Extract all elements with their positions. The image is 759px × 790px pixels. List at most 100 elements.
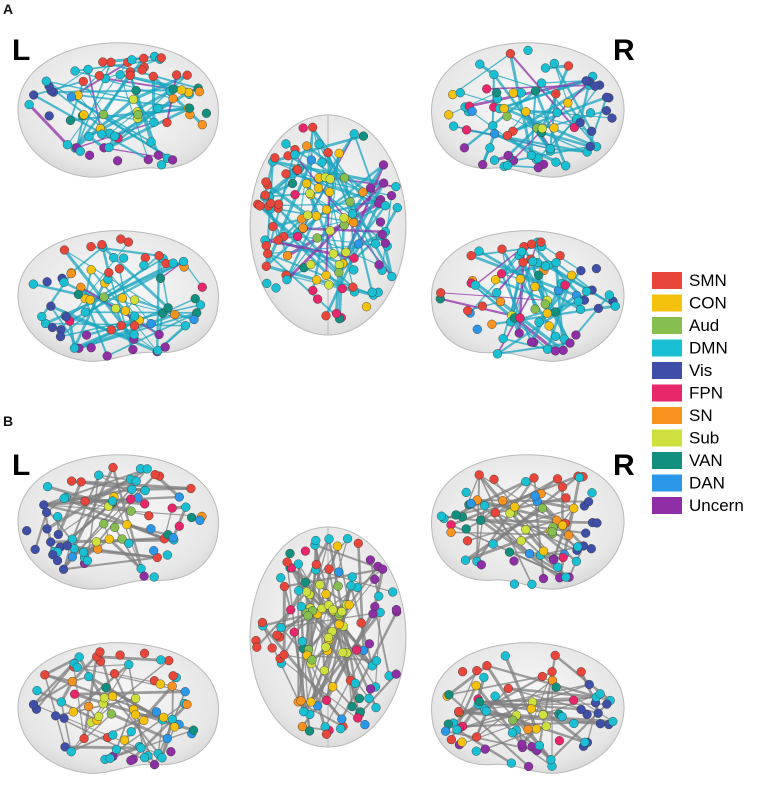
- network-node: [531, 724, 542, 734]
- network-nodes: [251, 533, 402, 739]
- network-node: [190, 294, 200, 304]
- network-node: [557, 520, 568, 530]
- network-node: [282, 557, 292, 567]
- network-node: [505, 508, 515, 518]
- network-node: [137, 65, 147, 75]
- network-node: [474, 470, 484, 480]
- connection-edge: [464, 106, 537, 160]
- network-node: [516, 536, 526, 546]
- network-node: [387, 271, 397, 282]
- network-node: [557, 482, 568, 492]
- network-node: [595, 719, 606, 729]
- connection-edges: [441, 473, 593, 585]
- network-node: [305, 188, 315, 199]
- network-node: [300, 577, 310, 588]
- legend-swatch-dmn: [652, 339, 682, 357]
- network-node: [42, 482, 53, 492]
- network-node: [129, 311, 140, 321]
- network-node: [28, 279, 38, 289]
- network-node: [271, 283, 281, 293]
- network-node: [325, 226, 335, 236]
- connection-edge: [357, 543, 365, 651]
- brain-view-lateral-right: [430, 42, 625, 178]
- network-node: [67, 552, 78, 562]
- network-node: [354, 693, 365, 704]
- network-node: [552, 562, 563, 572]
- network-node: [581, 528, 591, 538]
- connection-edge: [440, 292, 548, 301]
- network-node: [499, 103, 509, 114]
- network-node: [306, 697, 316, 707]
- network-node: [337, 606, 347, 617]
- network-node: [149, 760, 160, 770]
- network-node: [475, 59, 485, 69]
- network-node: [323, 632, 334, 643]
- network-node: [65, 115, 76, 126]
- network-node: [105, 753, 115, 763]
- connection-edge: [494, 511, 578, 552]
- network-node: [392, 203, 402, 213]
- connection-edge: [90, 660, 170, 723]
- connection-edge: [493, 73, 557, 95]
- brain-view-lateral-left: [17, 454, 220, 590]
- network-node: [558, 552, 568, 563]
- network-node: [466, 251, 476, 261]
- network-node: [476, 515, 486, 525]
- network-node: [47, 322, 58, 333]
- network-node: [53, 511, 63, 522]
- network-node: [294, 586, 304, 596]
- network-node: [485, 143, 495, 153]
- network-node: [317, 157, 327, 167]
- network-node: [592, 518, 602, 528]
- legend-label-aud: Aud: [689, 316, 719, 335]
- network-node: [180, 321, 191, 331]
- network-node: [492, 88, 502, 98]
- network-node: [474, 246, 484, 256]
- network-node: [150, 470, 160, 480]
- network-node: [149, 546, 159, 556]
- network-node: [567, 270, 577, 280]
- connection-edge: [63, 496, 165, 541]
- connection-edge: [458, 670, 478, 712]
- network-node: [358, 131, 369, 141]
- network-node: [32, 685, 42, 696]
- network-node: [521, 524, 531, 535]
- network-node: [534, 270, 544, 280]
- network-node: [115, 650, 125, 660]
- network-node: [472, 665, 482, 676]
- network-node: [527, 579, 537, 589]
- network-node: [98, 57, 108, 67]
- legend-swatch-sn: [652, 407, 682, 424]
- network-node: [46, 537, 56, 547]
- legend-label-van: VAN: [689, 451, 723, 470]
- legend-label-sub: Sub: [689, 429, 719, 448]
- network-node: [350, 678, 360, 688]
- network-node: [290, 190, 300, 200]
- network-node: [459, 143, 470, 153]
- network-node: [523, 45, 533, 56]
- legend-swatch-aud: [652, 317, 682, 334]
- network-node: [70, 66, 80, 76]
- legend-swatch-dan: [652, 474, 682, 492]
- network-node: [116, 321, 126, 331]
- connection-edge: [262, 625, 305, 713]
- connection-edge: [310, 624, 340, 703]
- network-node: [139, 260, 149, 270]
- network-node: [75, 146, 85, 156]
- connection-edge: [348, 565, 379, 606]
- network-node: [482, 84, 492, 94]
- network-node: [272, 630, 282, 640]
- network-node: [334, 260, 344, 270]
- network-node: [131, 710, 141, 720]
- network-node: [461, 487, 471, 498]
- connection-edge: [107, 272, 134, 350]
- network-node: [66, 476, 77, 486]
- brain-views: [17, 42, 625, 774]
- connection-edge: [495, 261, 524, 294]
- network-node: [78, 547, 89, 557]
- connection-edge: [502, 337, 548, 351]
- network-node: [364, 639, 375, 649]
- network-node: [583, 497, 594, 507]
- network-node: [324, 564, 334, 574]
- network-node: [131, 85, 141, 96]
